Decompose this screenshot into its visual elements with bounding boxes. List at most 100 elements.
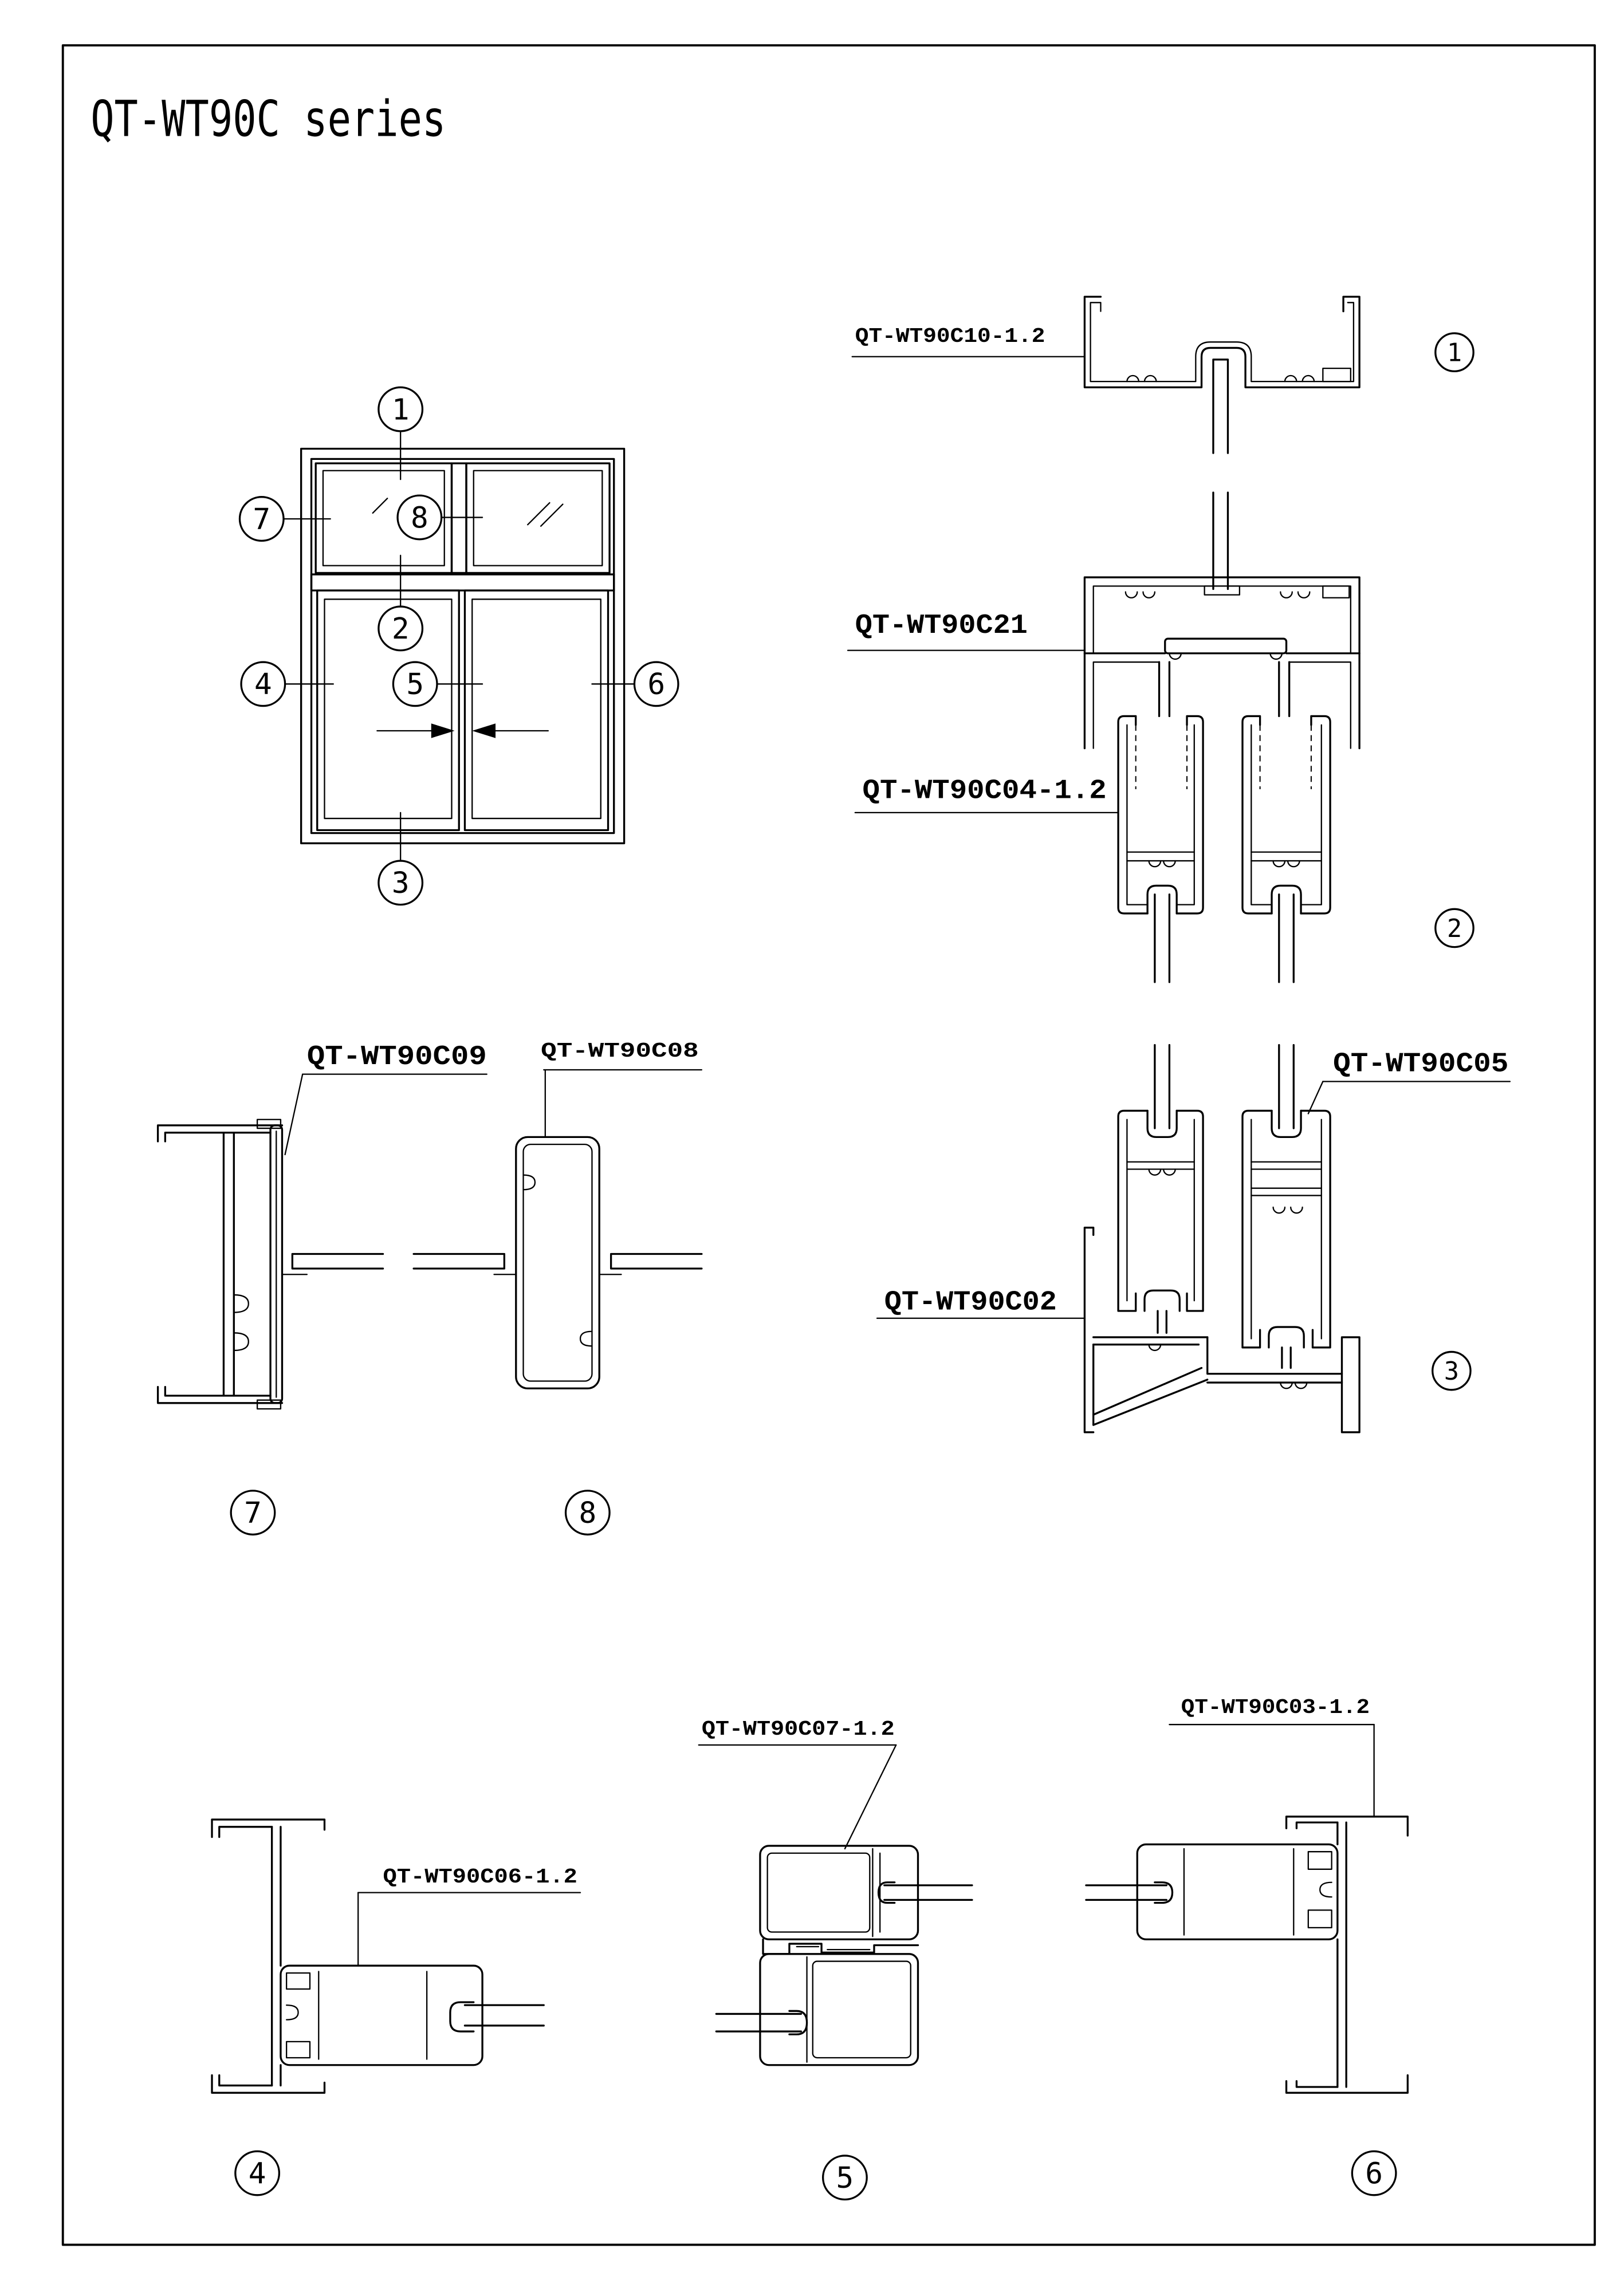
marker-number: 1 (1447, 338, 1462, 367)
frame-slope (1092, 1366, 1209, 1426)
glass-pane (883, 1884, 973, 1901)
sash-divider (872, 1848, 881, 1937)
section-marker-6: 6 (1351, 2150, 1397, 2196)
sliding-sash-top-right (1241, 715, 1331, 983)
elevation-marker-8: 8 (396, 494, 443, 541)
glass-pane (1278, 893, 1295, 983)
gasket-hook (1272, 860, 1300, 868)
marker-circle (392, 661, 438, 707)
sash-divider (318, 1971, 428, 2060)
window-elevation: 1 7 8 2 4 5 6 3 (238, 386, 679, 906)
marker-circle (1351, 2150, 1397, 2196)
marker-circle (238, 496, 285, 542)
bottom-frame-profile (1083, 1226, 1360, 1433)
glazing-gasket (788, 2010, 808, 2035)
elevation-marker-1: 1 (378, 386, 424, 432)
sash-outline (1117, 715, 1204, 915)
frame-track (1206, 1336, 1343, 1384)
glass-notch (1146, 884, 1178, 915)
marker-circle (378, 860, 424, 906)
marker-circle (1434, 332, 1474, 372)
sheet-border (61, 44, 1596, 2246)
gasket-hook (233, 1294, 249, 1352)
section-2: QT-WT90C21 QT-WT90C04-1.2 (847, 576, 1474, 983)
sliding-sash-profile (1136, 1843, 1339, 1940)
frame-wall-right (1340, 1336, 1360, 1433)
sash-divider (1126, 1161, 1195, 1170)
marker-circle (396, 494, 443, 541)
side-frame-bottom-flange (211, 2074, 326, 2094)
marker-number: 3 (392, 867, 410, 900)
interlock-sash-bottom-inner (812, 1960, 911, 2059)
transom (310, 573, 615, 592)
interlock-sash-bottom (759, 1953, 919, 2066)
top-right-fixed-sash (465, 462, 611, 574)
section-marker-7: 7 (230, 1490, 276, 1536)
glass-pane (1278, 1043, 1295, 1129)
top-frame-profile-outline (1083, 296, 1360, 388)
glass-pane (715, 2013, 803, 2033)
marker-circle (378, 386, 424, 432)
marker-number: 3 (1444, 1357, 1459, 1386)
gasket-hook (1272, 1206, 1303, 1214)
sash-band (1251, 1161, 1322, 1196)
roller-guide (1143, 1289, 1181, 1334)
side-frame-top-flange (1285, 1815, 1409, 1837)
section-3: QT-WT90C05 QT-WT90C02 (876, 1043, 1511, 1433)
sash-inner (1126, 724, 1195, 905)
glass-pane (412, 1253, 506, 1270)
gasket-hook (1148, 1344, 1308, 1389)
marker-number: 6 (1365, 2157, 1383, 2191)
glass-hatch-mark (372, 498, 388, 514)
gasket-hook (1124, 591, 1311, 598)
profile-notch (1322, 367, 1351, 383)
mullion-profile-inner (522, 1143, 593, 1382)
section-marker-2: 2 (1434, 908, 1474, 948)
glass-pane (610, 1253, 703, 1270)
glass-pane (1212, 359, 1229, 454)
interlock-hidden-line (1135, 724, 1188, 790)
gasket-hook (1148, 860, 1176, 868)
glass-pane (1212, 491, 1229, 590)
center-channel-hooks (1169, 652, 1283, 660)
sliding-sash-bottom-right (1241, 1109, 1331, 1369)
marker-circle (230, 1490, 276, 1536)
interlock-sash-top-inner (766, 1852, 871, 1933)
glass-hatch-mark (540, 503, 564, 527)
profile-label: QT-WT90C09 (307, 1041, 487, 1073)
section-7: QT-WT90C09 7 (156, 1041, 487, 1536)
sash-chamber (285, 1972, 311, 1990)
section-marker-5: 5 (821, 2155, 868, 2201)
section-5: QT-WT90C07-1.2 5 (698, 1718, 973, 2201)
label-leader (1307, 1081, 1324, 1114)
interlock-hook (762, 1938, 919, 1955)
inner-frame (310, 458, 615, 834)
sliding-sash-profile (280, 1964, 483, 2066)
fixed-sash-strip (269, 1124, 284, 1404)
elevation-marker-3: 3 (378, 860, 424, 906)
glass-pane (291, 1253, 384, 1270)
glazing-gasket (449, 2001, 475, 2033)
sash-chamber (285, 2041, 311, 2059)
top-mullion (450, 462, 467, 574)
side-frame-web (222, 1132, 235, 1397)
bottom-bead (256, 1399, 282, 1410)
center-channel (1164, 637, 1288, 655)
marker-number: 8 (411, 501, 428, 535)
sash-guide-legs (1158, 661, 1291, 718)
label-leader (844, 1744, 897, 1850)
marker-circle (821, 2155, 868, 2201)
transom-web-inner (1092, 661, 1351, 749)
bottom-left-glass (324, 598, 453, 820)
label-leader (284, 1073, 304, 1156)
arrowhead-left (472, 723, 496, 738)
side-frame-bottom-flange (156, 1386, 284, 1404)
glass-notch (1271, 1109, 1302, 1139)
marker-circle (234, 2150, 281, 2196)
marker-number: 8 (579, 1496, 596, 1530)
profile-label: QT-WT90C10-1.2 (855, 325, 1045, 348)
marker-number: 2 (392, 612, 410, 646)
sliding-sash-bottom-left (1117, 1109, 1204, 1334)
arrowhead-right (431, 723, 455, 738)
sash-inner (1251, 724, 1322, 905)
